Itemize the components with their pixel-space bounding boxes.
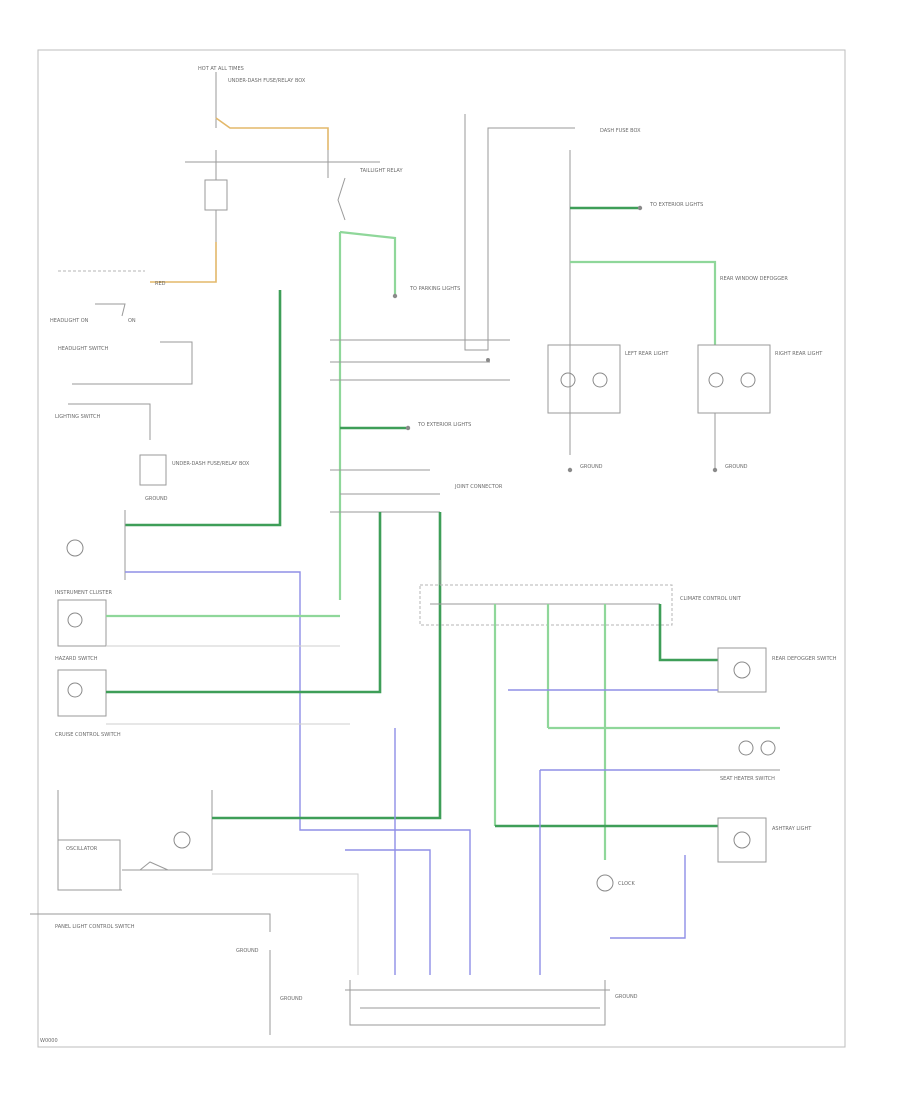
- label-instrument-cluster: INSTRUMENT CLUSTER: [55, 590, 113, 596]
- label-ground-left: GROUND: [580, 464, 603, 470]
- label-dimmer: OSCILLATOR: [66, 846, 98, 852]
- label-headlight-switch: HEADLIGHT SWITCH: [58, 346, 109, 352]
- label-lighting-switch: LIGHTING SWITCH: [55, 414, 100, 420]
- label-cruise-switch: CRUISE CONTROL SWITCH: [55, 732, 121, 738]
- label-panel-light-control: PANEL LIGHT CONTROL SWITCH: [55, 924, 135, 930]
- label-ashtray-light: ASHTRAY LIGHT: [772, 826, 812, 832]
- right-components: CLIMATE CONTROL UNIT REAR DEFOGGER SWITC…: [345, 560, 837, 975]
- diagram-border: [37, 49, 846, 1048]
- rear-lights-section: TO EXTERIOR LIGHTS REAR WINDOW DEFOGGER …: [547, 150, 823, 473]
- label-headlight-hot: HEADLIGHT ON: [50, 318, 89, 324]
- label-hot-all-times: HOT AT ALL TIMES: [198, 66, 244, 72]
- label-rear-window-defog: REAR WINDOW DEFOGGER: [720, 276, 788, 282]
- label-hazard-switch: HAZARD SWITCH: [55, 656, 98, 662]
- label-climate-control: CLIMATE CONTROL UNIT: [680, 596, 742, 602]
- label-ground-top: GROUND: [145, 496, 168, 502]
- label-fuse-box-2: DASH FUSE BOX: [600, 128, 641, 134]
- label-taillight-relay: TAILLIGHT RELAY: [359, 168, 403, 174]
- climate-control-box: [419, 584, 673, 626]
- power-section: HOT AT ALL TIMES UNDER-DASH FUSE/RELAY B…: [50, 66, 403, 502]
- label-seat-heater: SEAT HEATER SWITCH: [720, 776, 775, 782]
- label-to-exterior-lights-2: TO EXTERIOR LIGHTS: [649, 202, 703, 208]
- label-ground-right: GROUND: [725, 464, 748, 470]
- label-ground-mid: GROUND: [236, 948, 259, 954]
- central-bus: TO PARKING LIGHTS DASH FUSE BOX TO EXTER…: [330, 114, 641, 600]
- label-fuse-box: UNDER-DASH FUSE/RELAY BOX: [228, 78, 306, 84]
- label-to-parking-lights: TO PARKING LIGHTS: [409, 286, 460, 292]
- label-taillight-on: ON: [128, 318, 136, 324]
- label-right-rear-light: RIGHT REAR LIGHT: [775, 351, 823, 357]
- label-ground-bottom: GROUND: [280, 996, 303, 1002]
- wire-label-red: RED: [155, 281, 166, 287]
- label-clock: CLOCK: [618, 881, 636, 887]
- left-components: INSTRUMENT CLUSTER HAZARD SWITCH CRUISE …: [30, 290, 471, 1035]
- label-to-exterior-lights: TO EXTERIOR LIGHTS: [417, 422, 471, 428]
- label-joint-connector: JOINT CONNECTOR: [454, 484, 503, 490]
- footer-code: W0000: [40, 1038, 58, 1044]
- label-left-rear-light: LEFT REAR LIGHT: [625, 351, 669, 357]
- bottom-connector: GROUND: [345, 980, 638, 1026]
- label-rear-defog-switch: REAR DEFOGGER SWITCH: [772, 656, 837, 662]
- label-under-dash-box: UNDER-DASH FUSE/RELAY BOX: [172, 461, 250, 467]
- label-ground-bottom-right: GROUND: [615, 994, 638, 1000]
